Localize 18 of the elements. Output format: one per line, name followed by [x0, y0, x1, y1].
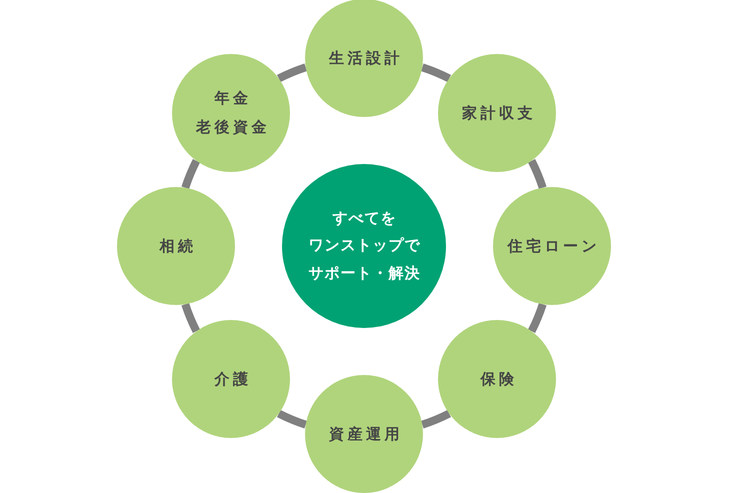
topic-label: 家計収支 [460, 102, 536, 124]
connector-arc [528, 159, 547, 190]
topic-label: 老後資金 [194, 117, 270, 138]
topic-label: 保険 [479, 368, 518, 390]
connector-arc [181, 302, 200, 333]
connector-arc [277, 410, 308, 429]
topic-label: 年金 [213, 88, 252, 109]
center-message: すべてをワンストップでサポート・解決 [308, 208, 420, 284]
connector-arc [528, 302, 547, 333]
topic-label: 介護 [213, 368, 252, 390]
connector-arc [277, 63, 308, 82]
connector-arc [420, 63, 451, 82]
topic-label: 生活設計 [328, 48, 403, 68]
topic-label: 相続 [158, 236, 196, 256]
connector-arc [420, 410, 451, 429]
topic-label: 住宅ローン [506, 236, 600, 256]
connector-arc [181, 159, 200, 190]
topic-label: 資産運用 [328, 424, 403, 444]
